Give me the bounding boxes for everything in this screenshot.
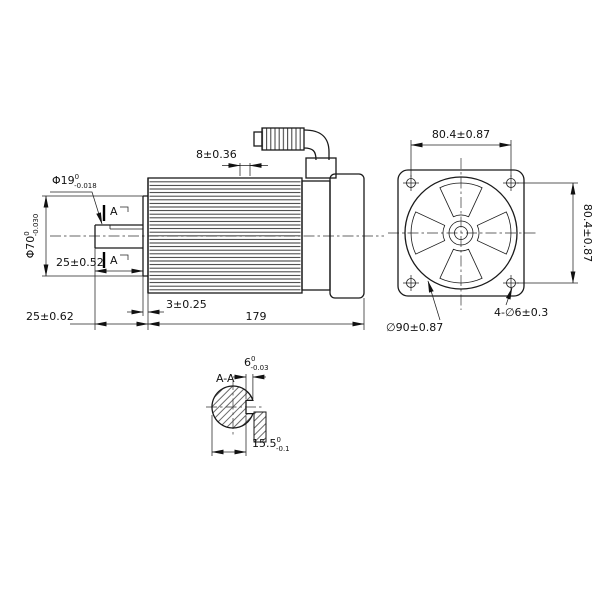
dim-flange-diameter: ∅90±0.87	[386, 280, 443, 334]
pilot-spigot	[142, 178, 149, 293]
center-boss-inner-circle	[454, 226, 468, 240]
center-boss-outer-circle	[448, 220, 474, 246]
cable-gland	[253, 127, 330, 161]
section-view: A-A 60-0.03 15.50-0.1	[206, 355, 290, 456]
dim-key-width: 60-0.03	[233, 355, 269, 399]
dim-hole-spacing-horizontal: 80.4±0.87	[410, 128, 512, 177]
dim-top-8: 8±0.36	[196, 148, 268, 176]
dim-mounting-holes-label: 4-∅6±0.3	[494, 306, 548, 319]
end-view: 80.4±0.87 80.4±0.87 ∅90±0.87 4-∅6±0.3	[386, 128, 594, 334]
dim-hole-spacing-vertical: 80.4±0.87	[517, 182, 594, 284]
section-cut-mark-bottom: A	[102, 252, 129, 268]
section-mark-top-label: A	[110, 205, 118, 218]
dim-pilot-diameter: Φ700-0.030	[23, 195, 143, 277]
shaft-dia-label: Φ190-0.018	[52, 173, 97, 190]
dim-shaft-length-label: 25±0.52	[56, 256, 104, 269]
mounting-hole-top-right	[503, 175, 519, 191]
dim-body-length: 179	[147, 298, 365, 330]
dim-hole-spacing-h-label: 80.4±0.87	[432, 128, 490, 141]
shaft-section-circle	[211, 385, 254, 429]
flange-outline	[397, 169, 525, 297]
mounting-hole-top-left	[403, 175, 419, 191]
dim-front-length-label: 25±0.62	[26, 310, 74, 323]
dim-flange-dia-label: ∅90±0.87	[386, 321, 443, 334]
dim-top-8-label: 8±0.36	[196, 148, 237, 161]
mounting-hole-bottom-right	[503, 275, 519, 291]
dim-key-width-label: 60-0.03	[244, 355, 269, 372]
mounting-hole-bottom-left	[403, 275, 419, 291]
shaft-outline	[94, 224, 143, 249]
rear-housing	[301, 180, 331, 291]
dim-body-length-label: 179	[246, 310, 267, 323]
motor-body	[147, 157, 365, 299]
connector-block	[305, 157, 337, 179]
dim-mounting-holes: 4-∅6±0.3	[494, 287, 548, 319]
dim-shaft-diameter: Φ190-0.018	[50, 173, 103, 225]
gland-end-cap	[253, 131, 263, 147]
dim-front-length: 25±0.62	[26, 310, 149, 327]
dim-spigot-depth: 3±0.25	[127, 276, 207, 330]
cable-elbow-outer	[303, 129, 330, 160]
dim-spigot-depth-label: 3±0.25	[166, 298, 207, 311]
section-cut-mark-top: A	[102, 205, 129, 221]
mounting-holes	[403, 175, 519, 291]
fan-guard-cutout	[476, 211, 512, 255]
cable-elbow-inner	[303, 147, 317, 161]
side-view: 8±0.36 Φ190-0.018 Φ700-0.030 A A	[23, 127, 384, 330]
dim-key-depth: 15.50-0.1	[211, 415, 290, 456]
dim-shaft-length: 25±0.52	[56, 248, 144, 330]
section-mark-bottom-label: A	[110, 254, 118, 267]
keyway-line	[109, 225, 143, 230]
rear-end-cap	[329, 173, 365, 299]
section-title: A-A	[216, 372, 235, 385]
dim-hole-spacing-v-label: 80.4±0.87	[581, 204, 594, 262]
fan-guard-circle	[404, 176, 518, 290]
pilot-dia-label: Φ700-0.030	[23, 214, 40, 259]
cooling-fins	[149, 179, 301, 292]
dim-key-depth-label: 15.50-0.1	[252, 436, 290, 453]
key-cross-section	[253, 411, 267, 443]
